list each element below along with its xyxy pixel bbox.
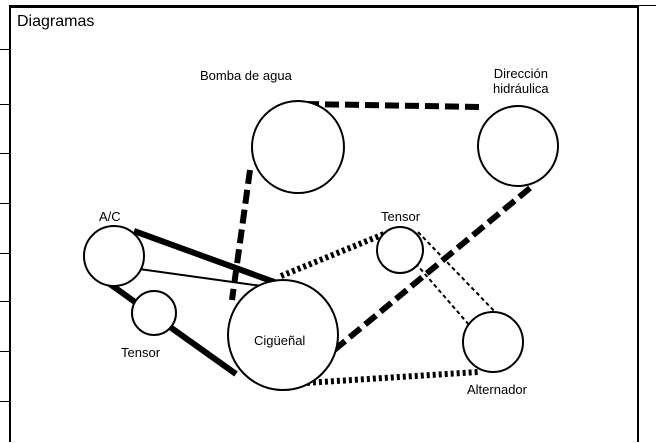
tensor-lower-label: Tensor bbox=[121, 345, 161, 360]
power-steering-label: Dirección hidráulica bbox=[493, 66, 549, 96]
water-pump-label: Bomba de agua bbox=[200, 68, 292, 83]
power-steering-pulley bbox=[477, 105, 559, 187]
tensor-lower-pulley bbox=[131, 290, 177, 336]
main-belt bbox=[229, 101, 532, 359]
alternator-belt bbox=[279, 231, 479, 387]
alternator-pulley bbox=[462, 311, 524, 373]
tensor-upper-label: Tensor bbox=[381, 209, 421, 224]
tensor-upper-pulley bbox=[376, 226, 424, 274]
ac-label: A/C bbox=[99, 209, 121, 224]
left-margin-ruler bbox=[0, 0, 9, 443]
crankshaft-pulley bbox=[227, 279, 339, 391]
power-steering-label-line1: Dirección bbox=[493, 66, 548, 81]
diagram-frame bbox=[9, 6, 639, 442]
ac-pulley bbox=[83, 225, 145, 287]
top-border bbox=[0, 0, 656, 6]
power-steering-label-line2: hidráulica bbox=[493, 81, 549, 96]
alternator-belt-thin bbox=[410, 231, 499, 327]
crankshaft-label: Cigüeñal bbox=[254, 333, 306, 348]
diagram-title: Diagramas bbox=[17, 13, 95, 30]
water-pump-pulley bbox=[251, 100, 345, 194]
alternator-label: Alternador bbox=[467, 382, 527, 397]
